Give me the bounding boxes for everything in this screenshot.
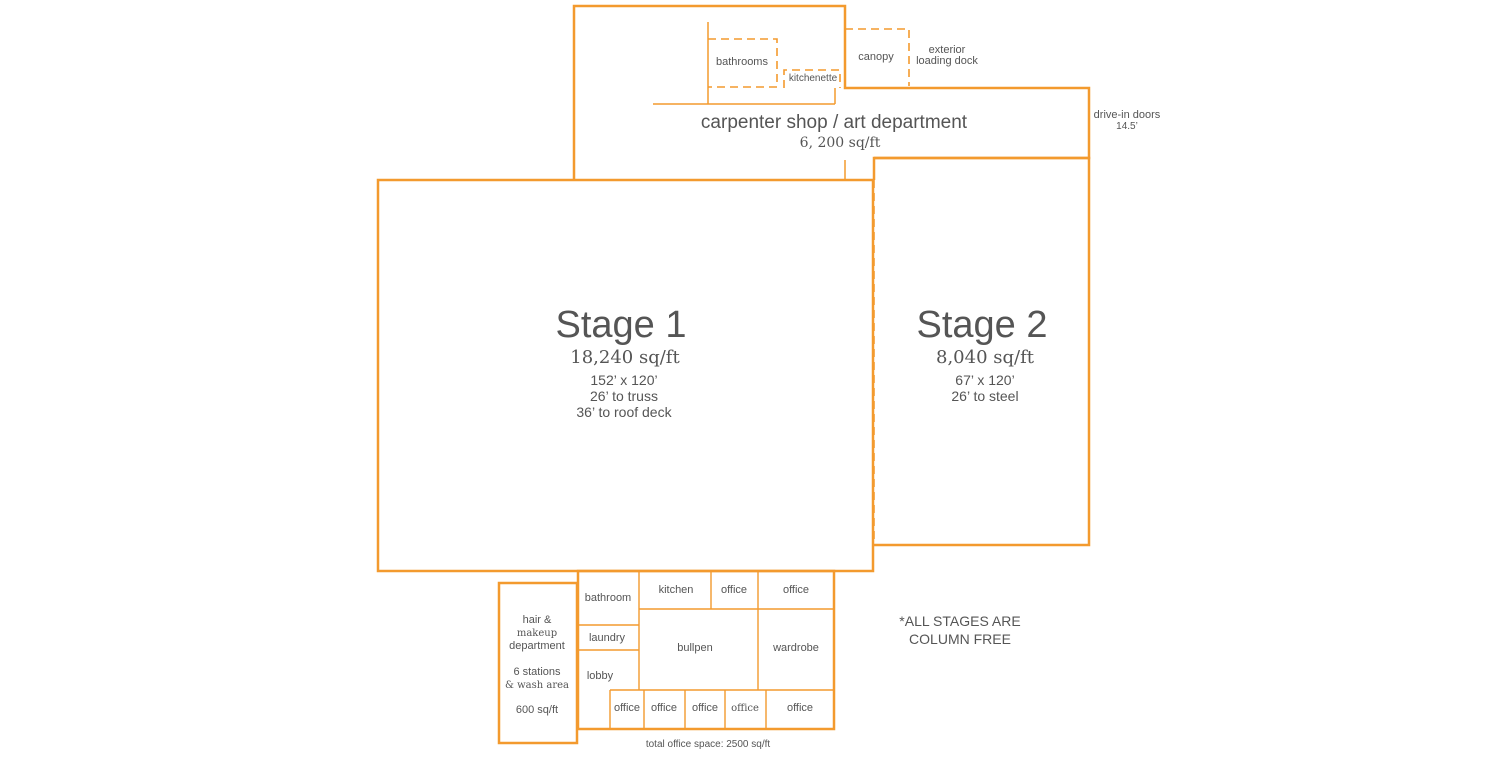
loading-dock-label-1: exterior: [929, 44, 966, 56]
hair-label-3: department: [509, 640, 565, 652]
stage-1-title: Stage 1: [556, 304, 687, 346]
office-walls: [578, 571, 834, 729]
hair-makeup-outline: [497, 581, 579, 745]
carpenter-area: 6, 200 sq/ft: [800, 135, 881, 151]
office-label: office: [614, 702, 640, 714]
bathrooms-label: bathrooms: [716, 56, 768, 68]
kitchenette-label: kitchenette: [789, 73, 838, 84]
stage-2-area: 8,040 sq/ft: [936, 347, 1035, 368]
column-free-note-2: COLUMN FREE: [909, 631, 1011, 647]
total-office-space: total office space: 2500 sq/ft: [646, 739, 771, 750]
kitchen-label: kitchen: [659, 584, 694, 596]
canopy-label: canopy: [858, 51, 894, 63]
bathrooms-dashed-outline: [708, 38, 778, 88]
stage-2-dimensions: 67’ x 120’: [955, 372, 1014, 388]
laundry-label: laundry: [589, 632, 626, 644]
carpenter-shop-outline: [572, 4, 1091, 180]
kitchenette-dashed-outline: [783, 69, 841, 88]
bathroom-label: bathroom: [585, 592, 631, 604]
bullpen-label: bullpen: [677, 642, 712, 654]
stage-2-steel-height: 26’ to steel: [951, 388, 1018, 404]
stage-1-truss-height: 26’ to truss: [590, 388, 658, 404]
hair-label-5: & wash area: [505, 680, 569, 691]
drive-in-doors-label-1: drive-in doors: [1094, 109, 1161, 121]
carpenter-title: carpenter shop / art department: [701, 112, 968, 133]
hair-label-2: makeup: [517, 628, 557, 639]
stage-2-outline: [874, 156, 1091, 547]
office-label: office: [731, 703, 759, 714]
hair-label-1: hair &: [523, 614, 552, 626]
office-label: office: [787, 702, 813, 714]
dashed-walls: [708, 28, 910, 545]
lobby-label: lobby: [587, 670, 614, 682]
hair-label-4: 6 stations: [513, 666, 561, 678]
wardrobe-label: wardrobe: [772, 642, 819, 654]
stage-2-title: Stage 2: [917, 304, 1048, 346]
stage-1-dimensions: 152’ x 120’: [590, 372, 657, 388]
office-label: office: [783, 584, 809, 596]
drive-in-doors-label-2: 14.5’: [1116, 121, 1138, 132]
column-free-note-1: *ALL STAGES ARE: [899, 613, 1020, 629]
stage-1-area: 18,240 sq/ft: [570, 347, 680, 368]
hair-label-6: 600 sq/ft: [516, 704, 558, 716]
office-label: office: [692, 702, 718, 714]
stage-1-roof-height: 36’ to roof deck: [576, 404, 672, 420]
loading-dock-label-2: loading dock: [916, 55, 978, 67]
office-label: office: [721, 584, 747, 596]
office-label: office: [651, 702, 677, 714]
